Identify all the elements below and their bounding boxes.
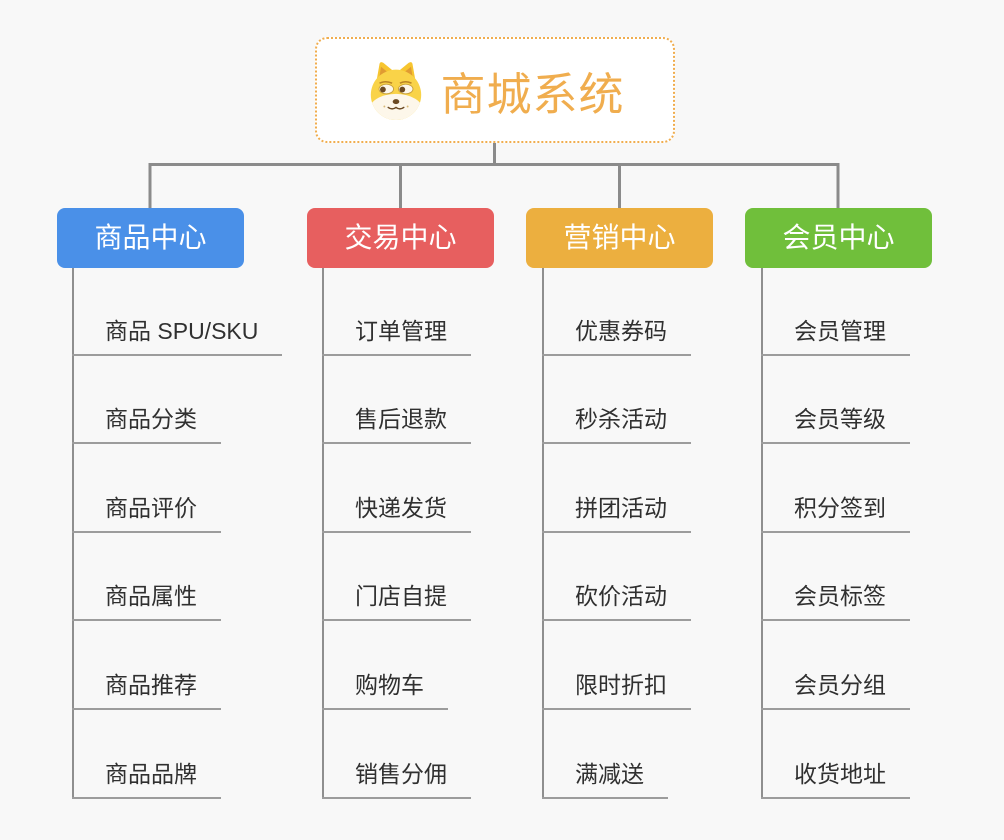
leaf-node[interactable]: 商品属性 bbox=[72, 581, 221, 621]
doge-face-icon bbox=[371, 62, 422, 121]
leaf-node[interactable]: 会员分组 bbox=[761, 670, 910, 710]
leaf-node[interactable]: 商品分类 bbox=[72, 404, 221, 444]
leaf-node[interactable]: 拼团活动 bbox=[542, 493, 691, 533]
leaf-node[interactable]: 会员标签 bbox=[761, 581, 910, 621]
branch-node-marketing-center[interactable]: 营销中心 bbox=[526, 208, 713, 268]
leaf-node[interactable]: 销售分佣 bbox=[322, 759, 471, 799]
leaf-node[interactable]: 门店自提 bbox=[322, 581, 471, 621]
leaf-node[interactable]: 购物车 bbox=[322, 670, 448, 710]
leaf-node[interactable]: 优惠券码 bbox=[542, 316, 691, 356]
leaf-node[interactable]: 满减送 bbox=[542, 759, 668, 799]
root-node[interactable]: 商城系统 bbox=[315, 37, 675, 143]
leaf-node[interactable]: 会员管理 bbox=[761, 316, 910, 356]
leaf-node[interactable]: 商品 SPU/SKU bbox=[72, 316, 283, 356]
leaf-node[interactable]: 商品评价 bbox=[72, 493, 221, 533]
leaf-node[interactable]: 积分签到 bbox=[761, 493, 910, 533]
leaf-node[interactable]: 限时折扣 bbox=[542, 670, 691, 710]
leaf-node[interactable]: 快递发货 bbox=[322, 493, 471, 533]
branch-node-trade-center[interactable]: 交易中心 bbox=[307, 208, 494, 268]
leaf-node[interactable]: 会员等级 bbox=[761, 404, 910, 444]
branch-node-product-center[interactable]: 商品中心 bbox=[57, 208, 244, 268]
leaf-node[interactable]: 订单管理 bbox=[322, 316, 471, 356]
leaf-node[interactable]: 秒杀活动 bbox=[542, 404, 691, 444]
leaf-node[interactable]: 商品品牌 bbox=[72, 759, 221, 799]
root-title: 商城系统 bbox=[440, 68, 625, 120]
leaf-node[interactable]: 售后退款 bbox=[322, 404, 471, 444]
leaf-node[interactable]: 商品推荐 bbox=[72, 670, 221, 710]
leaf-node[interactable]: 收货地址 bbox=[761, 759, 910, 799]
branch-node-member-center[interactable]: 会员中心 bbox=[745, 208, 932, 268]
leaf-node[interactable]: 砍价活动 bbox=[542, 581, 691, 621]
